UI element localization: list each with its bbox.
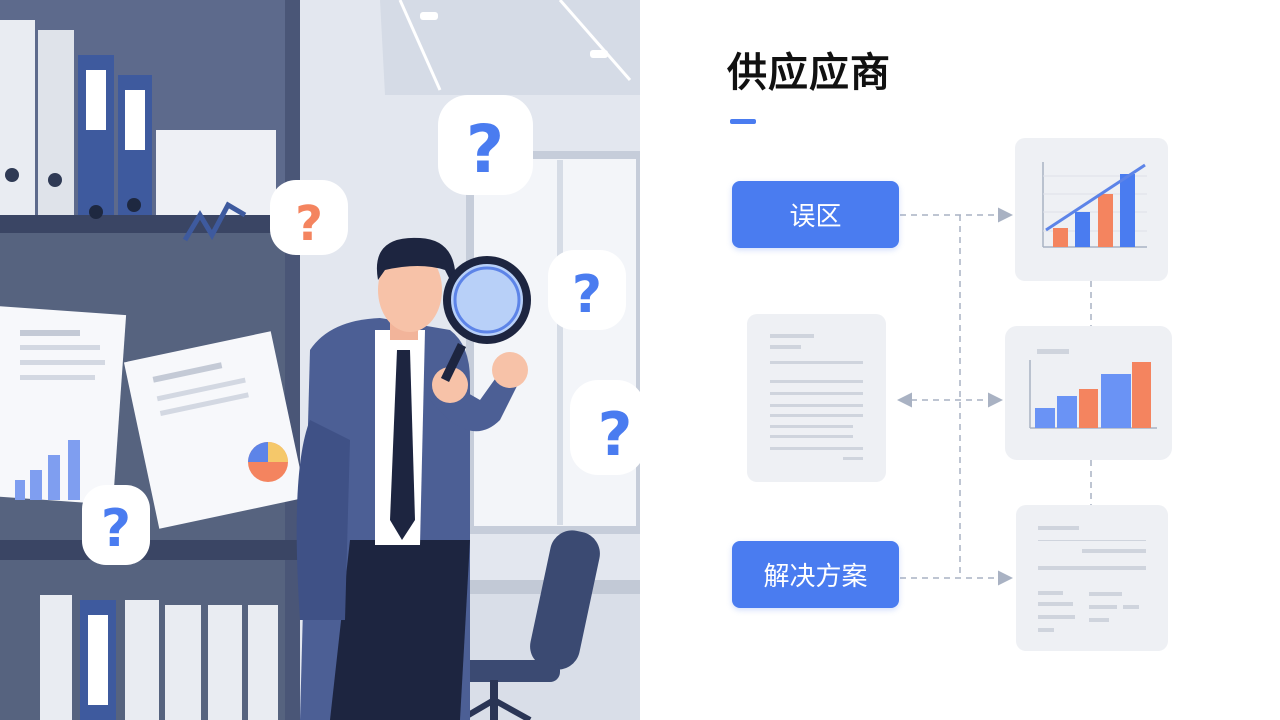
question-mark: ? [101, 499, 131, 559]
bar [1098, 194, 1113, 247]
bar [1101, 374, 1131, 428]
report-card [1016, 505, 1168, 651]
question-bubble-icon: ? [270, 180, 348, 255]
binders-top [0, 20, 276, 242]
question-mark: ? [466, 111, 504, 188]
bar [1035, 408, 1055, 428]
illustration-man-searching: ? ? ? ? ? [0, 0, 640, 720]
documents-floating [0, 306, 307, 529]
rising-bar-chart-card [1015, 138, 1168, 281]
bar [1053, 228, 1068, 247]
page-title: 供应应商 [727, 50, 891, 96]
document-card [747, 314, 886, 482]
man-with-magnifying-glass-icon [296, 237, 531, 720]
question-bubble-icon: ? [438, 95, 533, 195]
diagram-graphics [747, 138, 1172, 651]
misconception-button[interactable]: 误区 [732, 181, 899, 248]
bar [1079, 389, 1098, 428]
ceiling [380, 0, 640, 95]
question-mark: ? [295, 196, 323, 252]
question-mark: ? [572, 265, 602, 325]
connectors [897, 207, 1092, 586]
bar [1132, 362, 1151, 428]
bar [1075, 212, 1090, 247]
trend-line [1045, 163, 1146, 232]
question-bubble-icon: ? [548, 250, 626, 330]
title-accent-bar [730, 119, 756, 124]
question-mark: ? [598, 400, 633, 470]
binders-bottom [0, 560, 285, 720]
question-bubble-icon: ? [82, 485, 150, 565]
bar-chart-card [1005, 326, 1172, 460]
bar [1120, 174, 1135, 247]
bar [1057, 396, 1077, 428]
solution-button[interactable]: 解决方案 [732, 541, 899, 608]
question-bubble-icon: ? [570, 380, 640, 475]
